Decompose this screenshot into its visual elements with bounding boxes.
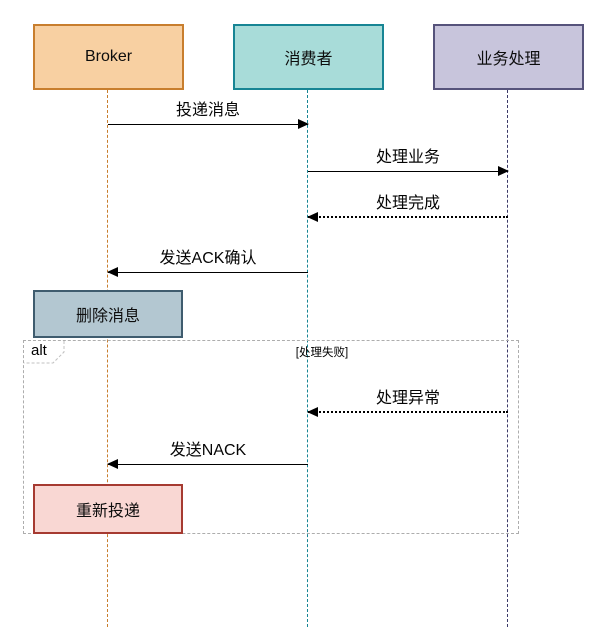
alt-operator-label: alt [31,342,47,359]
actor-label-broker: Broker [84,48,133,65]
message-nack-line [108,464,308,465]
actor-box-consumer: 消费者 [233,24,384,90]
lifeline-broker [107,90,108,627]
action-box-redeliver: 重新投递 [33,484,183,534]
arrowhead-right-icon [298,119,309,129]
actor-label-consumer: 消费者 [284,51,333,68]
message-done-label: 处理完成 [375,195,440,212]
message-process-line [308,171,508,172]
arrowhead-left-icon [307,212,318,222]
lifeline-consumer [307,90,308,627]
action-box-delete-message: 删除消息 [33,290,183,338]
alt-label-pentagon-icon [24,341,65,364]
arrowhead-left-icon [107,459,118,469]
message-ack-line [108,272,308,273]
actor-box-business: 业务处理 [433,24,584,90]
action-delete-label: 删除消息 [75,308,140,325]
alt-guard-label: [处理失败] [295,347,349,359]
message-deliver-label: 投递消息 [175,102,240,119]
message-exception-line [308,411,508,413]
alt-fragment-frame: alt [处理失败] [23,340,519,534]
message-process-label: 处理业务 [375,149,440,166]
message-exception-label: 处理异常 [375,390,440,407]
arrowhead-right-icon [498,166,509,176]
message-done-line [308,216,508,218]
actor-box-broker: Broker [33,24,184,90]
message-deliver-line [108,124,308,125]
message-ack-label: 发送ACK确认 [159,250,257,267]
arrowhead-left-icon [307,407,318,417]
arrowhead-left-icon [107,267,118,277]
lifeline-business [507,90,508,627]
message-nack-label: 发送NACK [169,442,247,459]
actor-label-business: 业务处理 [476,51,541,68]
action-redeliver-label: 重新投递 [75,503,140,520]
